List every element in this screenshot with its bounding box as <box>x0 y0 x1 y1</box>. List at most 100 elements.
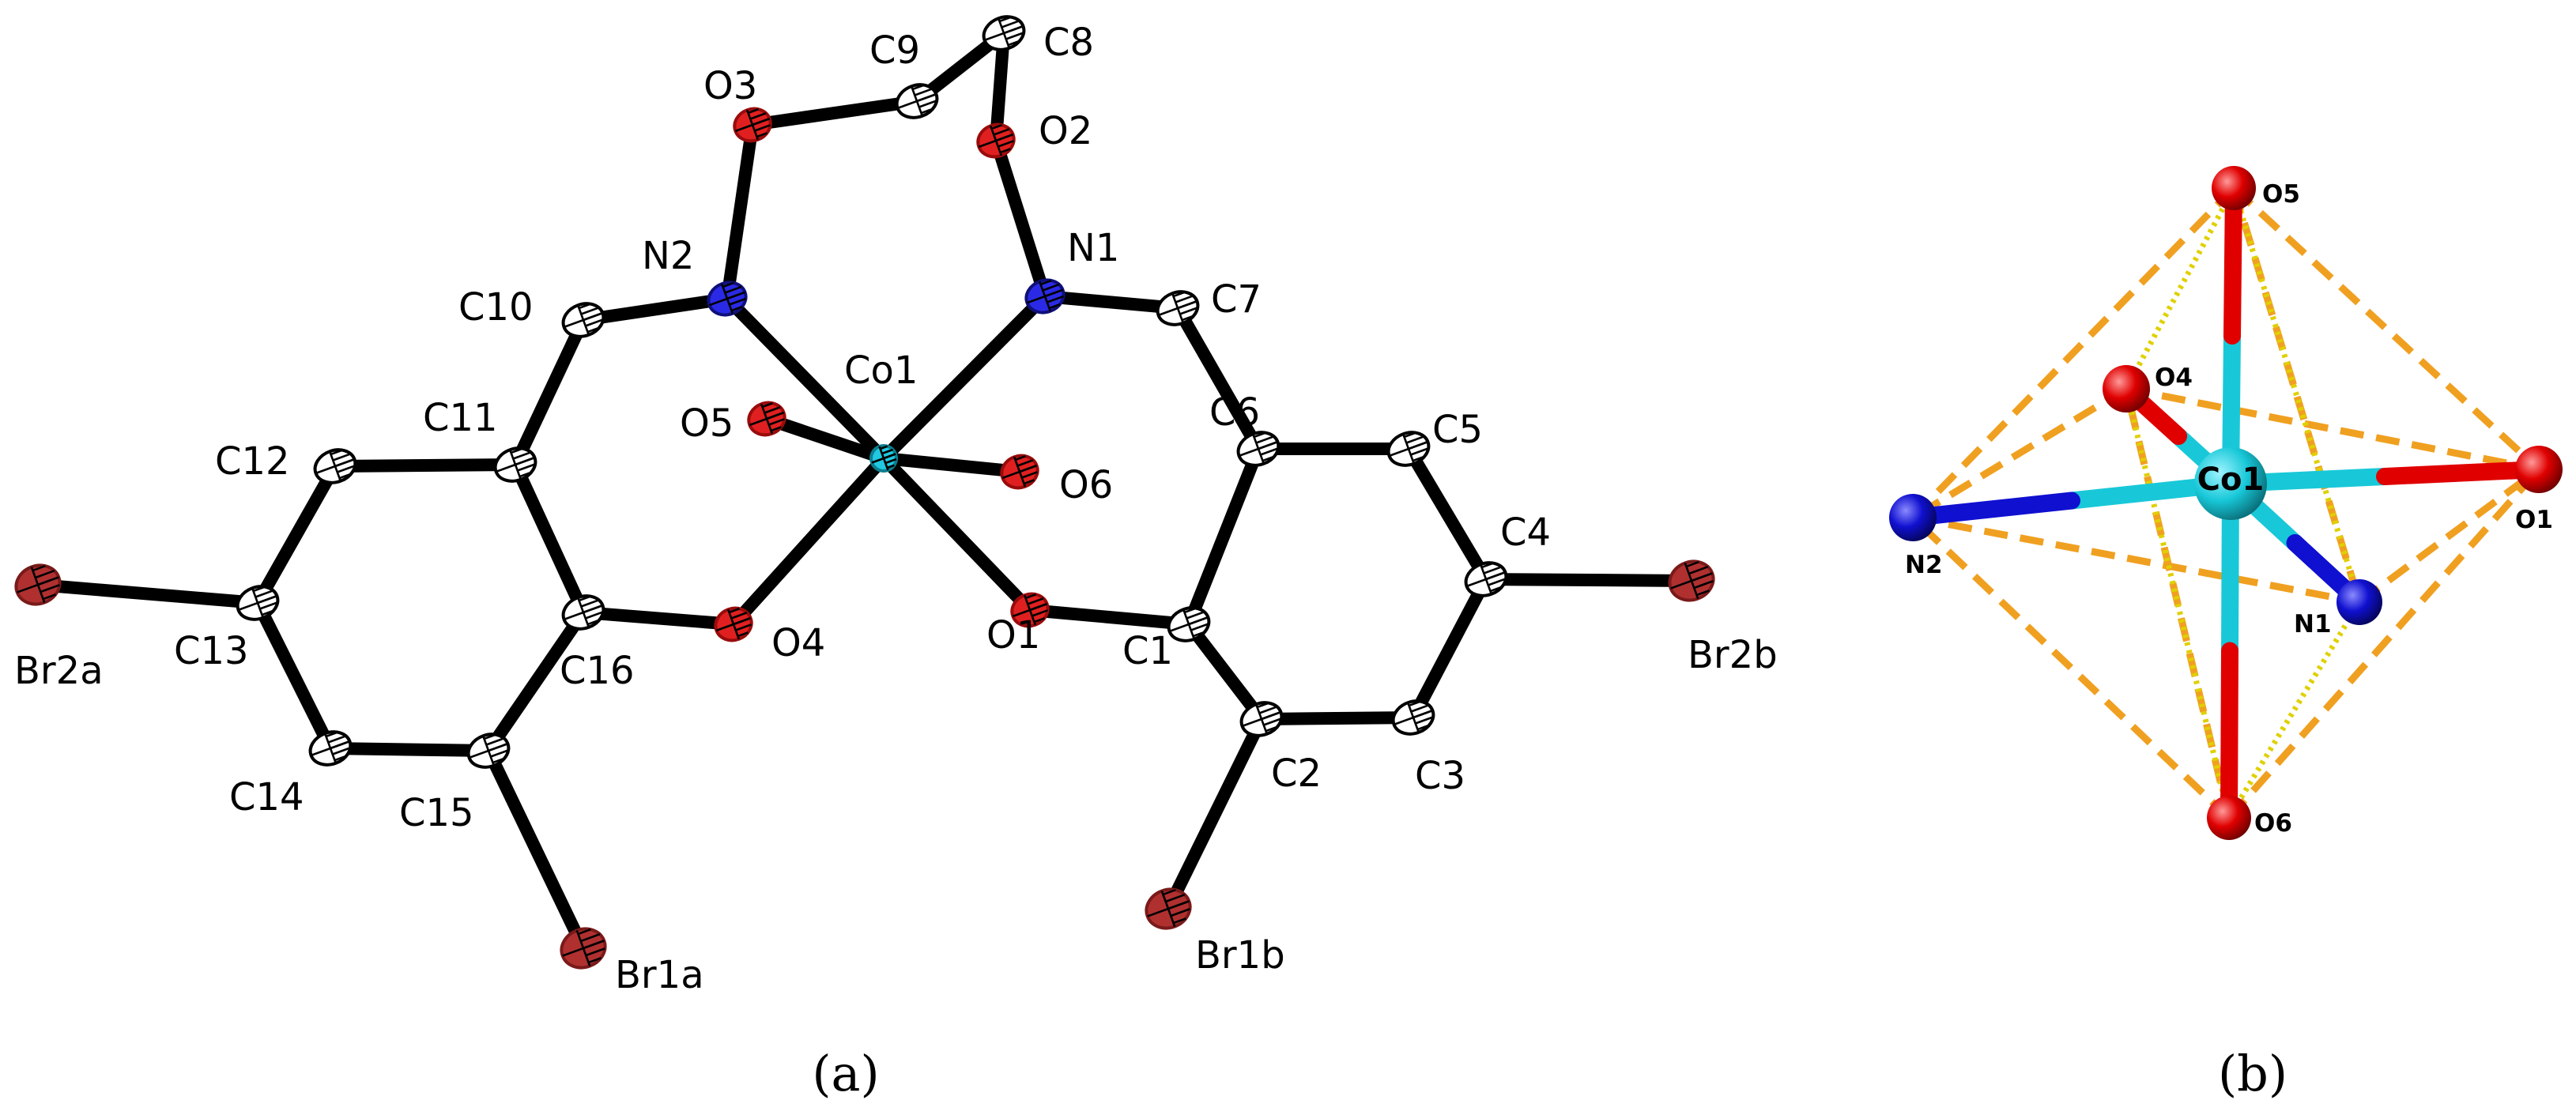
ellipsoid-hatch <box>255 590 274 598</box>
ellipsoid-hatch <box>729 297 746 306</box>
label-c16: C16 <box>560 649 635 693</box>
atom-b-n1 <box>2337 579 2382 625</box>
ellipsoid-hatch <box>1405 435 1425 444</box>
ellipsoid-hatch <box>511 447 523 454</box>
ellipsoid-hatch <box>1184 607 1197 614</box>
ellipsoid-hatch <box>754 124 771 132</box>
bond-c15-c14 <box>324 742 495 757</box>
ellipsoid-axis <box>720 283 734 315</box>
label-c2: C2 <box>1271 751 1322 796</box>
ellipsoid-axis <box>481 735 496 767</box>
label-n2: N2 <box>642 234 694 278</box>
bond-co1-o6 <box>877 452 1026 478</box>
ellipsoid-hatch <box>330 449 343 456</box>
ellipsoid-hatch <box>579 595 591 602</box>
bond-b-co1-n2-ligand-half <box>1904 492 2080 526</box>
ellipsoid-axis <box>760 403 774 435</box>
ellipsoid-hatch <box>1255 435 1275 444</box>
panel-a-ortep-structure: Co1 N1 N2 O1 O2 O3 O4 O5 O6 C1 C2 C3 C4 … <box>14 15 1778 1102</box>
ellipsoid-axis <box>1401 433 1416 465</box>
atom-c10 <box>561 302 605 338</box>
ellipsoid-axis <box>726 608 741 640</box>
panel-a-bonds <box>32 27 1698 955</box>
ellipsoid-hatch <box>912 84 925 91</box>
ellipsoid-axis <box>323 733 338 764</box>
ellipsoid-axis <box>1038 281 1052 312</box>
bond-c16-o4 <box>577 606 740 631</box>
ellipsoid-hatch <box>326 731 338 738</box>
ellipsoid-hatch <box>768 418 785 426</box>
ellipsoid-hatch <box>1008 40 1020 47</box>
ellipsoid-hatch <box>914 88 933 96</box>
polyhedron-edges <box>1910 185 2542 821</box>
atom-co1 <box>869 444 898 473</box>
polyhedron-edge-o4-n2 <box>1910 386 2129 521</box>
ellipsoid-hatch <box>884 458 897 465</box>
ellipsoid-hatch <box>585 947 605 957</box>
ellipsoid-hatch <box>880 445 888 450</box>
atom-c7 <box>1156 290 1200 326</box>
atom-c16 <box>561 594 605 631</box>
ellipsoid-hatch <box>1027 597 1044 605</box>
ellipsoid-hatch <box>730 612 748 620</box>
atom-br1b <box>1145 887 1192 930</box>
atom-br2b <box>1668 559 1715 602</box>
ellipsoid-hatch <box>334 755 347 762</box>
ellipsoid-hatch <box>337 465 356 473</box>
label-b-o5: O5 <box>2262 180 2300 209</box>
ellipsoid-hatch <box>993 128 1010 136</box>
ellipsoid-hatch <box>40 584 60 593</box>
bond-co1-n2 <box>721 292 890 465</box>
ellipsoid-hatch <box>1049 303 1061 310</box>
ellipsoid-hatch <box>1016 459 1034 467</box>
ellipsoid-hatch <box>1254 431 1266 439</box>
bond-co1-o5 <box>760 412 890 465</box>
ellipsoid-hatch <box>1263 718 1282 726</box>
ellipsoid-hatch <box>1173 291 1186 298</box>
atom-c15 <box>466 733 511 769</box>
ellipsoid-hatch <box>921 107 933 115</box>
ellipsoid-hatch <box>577 928 591 936</box>
ellipsoid-hatch <box>580 307 600 315</box>
ellipsoid-hatch <box>737 631 749 638</box>
ellipsoid-hatch <box>43 593 56 601</box>
ellipsoid-hatch <box>253 586 266 593</box>
polyhedron-edge-o6-o1 <box>2226 467 2542 820</box>
label-c1: C1 <box>1122 629 1173 673</box>
ellipsoid-axis <box>910 85 924 117</box>
ellipsoid-hatch <box>587 326 600 333</box>
bond-c10-c11 <box>509 314 590 471</box>
ellipsoid-hatch <box>1175 295 1194 303</box>
ellipsoid-axis <box>878 446 889 471</box>
ellipsoid-hatch <box>1262 455 1275 462</box>
label-o1: O1 <box>986 613 1040 657</box>
atom-o6 <box>1000 454 1039 490</box>
ellipsoid-hatch <box>999 16 1012 23</box>
panel-a-atom-labels: Co1 N1 N2 O1 O2 O3 O4 O5 O6 C1 C2 C3 C4 … <box>14 21 1778 997</box>
ellipsoid-hatch <box>1696 590 1710 597</box>
ellipsoid-hatch <box>1260 447 1279 456</box>
atom-b-co1 <box>2194 447 2267 520</box>
ellipsoid-hatch <box>585 318 604 327</box>
ellipsoid-hatch <box>35 569 55 579</box>
ellipsoid-axis <box>328 450 342 482</box>
atom-n1 <box>1024 278 1065 315</box>
ellipsoid-hatch <box>262 609 274 616</box>
ellipsoid-hatch <box>1042 283 1060 292</box>
label-br1a: Br1a <box>615 953 704 997</box>
ellipsoid-hatch <box>1193 631 1205 638</box>
ellipsoid-axis <box>251 587 265 619</box>
bond-c2-c3 <box>1255 711 1420 725</box>
bond-o3-n2 <box>721 119 759 305</box>
ellipsoid-hatch <box>32 564 46 572</box>
bond-c14-c13 <box>251 597 337 755</box>
ellipsoid-hatch <box>1490 586 1503 593</box>
ellipsoid-hatch <box>490 749 509 758</box>
ellipsoid-hatch <box>998 140 1014 148</box>
ellipsoid-hatch <box>749 112 767 120</box>
ellipsoid-hatch <box>918 100 937 108</box>
bond-b-co1-o5-ligand-half <box>2223 179 2242 345</box>
ellipsoid-axis <box>1406 702 1420 733</box>
atom-br1a <box>560 927 607 970</box>
ellipsoid-hatch <box>1693 580 1714 590</box>
